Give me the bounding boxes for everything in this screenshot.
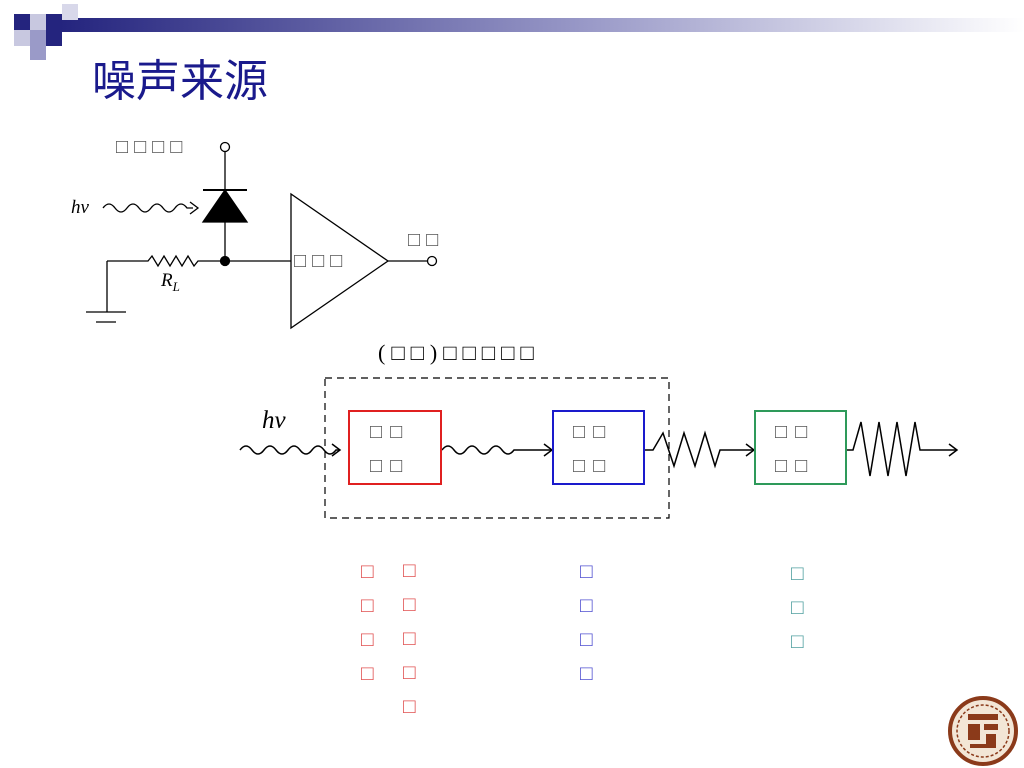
amplified-signal-wave <box>645 430 754 469</box>
red-notes-col1: □ □ □ □ <box>361 559 374 685</box>
input-signal-wave <box>239 445 340 455</box>
amplifier-block-line1: □□ <box>573 421 613 443</box>
page-title: 噪声来源 <box>92 56 268 107</box>
detected-signal-wave <box>441 445 552 455</box>
header-decoration <box>14 4 1024 60</box>
output-arrowhead <box>948 443 959 457</box>
light-arrowhead <box>189 201 200 215</box>
processing-block-box <box>754 410 847 485</box>
note-char: □ <box>403 626 416 650</box>
output-terminal <box>426 255 438 267</box>
amplifier-label: □□□ <box>294 250 348 272</box>
load-resistor <box>107 254 225 268</box>
note-char: □ <box>791 561 804 585</box>
amplifier-block-box <box>552 410 645 485</box>
note-char: □ <box>403 660 416 684</box>
detector-block-line2: □□ <box>370 455 410 477</box>
header-square <box>46 14 62 30</box>
header-gradient-bar <box>60 18 1024 32</box>
detector-block: □□ □□ <box>348 410 442 485</box>
input-light-label: hν <box>262 407 287 434</box>
header-square <box>14 30 30 46</box>
note-char: □ <box>361 559 374 583</box>
note-char: □ <box>580 661 593 685</box>
amplifier-block: □□ □□ <box>552 410 645 485</box>
bias-label: □□□□ <box>116 136 188 158</box>
note-char: □ <box>791 629 804 653</box>
note-char: □ <box>361 661 374 685</box>
header-square <box>30 14 46 30</box>
header-square <box>14 14 30 30</box>
note-char: □ <box>791 595 804 619</box>
note-char: □ <box>403 592 416 616</box>
load-label: RL <box>160 270 180 294</box>
red-notes-col2: □ □ □ □ □ <box>403 558 416 718</box>
output-signal-wave <box>847 421 957 477</box>
note-char: □ <box>580 593 593 617</box>
detector-block-line1: □□ <box>370 421 410 443</box>
green-notes-col: □ □ □ <box>791 561 804 653</box>
output-label: □□ <box>408 229 444 251</box>
note-char: □ <box>361 627 374 651</box>
note-char: □ <box>580 627 593 651</box>
processing-block-line2: □□ <box>775 455 815 477</box>
load-label-main: R <box>160 270 173 291</box>
amplifier-block-line2: □□ <box>573 455 613 477</box>
note-char: □ <box>403 558 416 582</box>
note-char: □ <box>403 694 416 718</box>
bias-terminal <box>219 141 231 153</box>
amplifier-symbol <box>290 192 390 330</box>
header-square <box>30 46 46 60</box>
note-char: □ <box>361 593 374 617</box>
detector-block-box <box>348 410 442 485</box>
load-label-sub: L <box>172 279 180 294</box>
header-square <box>30 30 46 46</box>
receiver-group-box <box>324 377 670 519</box>
header-square <box>62 4 78 20</box>
header-square <box>46 30 62 46</box>
blue-notes-col: □ □ □ □ <box>580 559 593 685</box>
light-wave <box>102 203 193 213</box>
processing-block: □□ □□ <box>754 410 847 485</box>
processing-block-line1: □□ <box>775 421 815 443</box>
receiver-group-label: (□□)□□□□□ <box>378 340 540 365</box>
input-arrowhead <box>331 443 342 457</box>
note-char: □ <box>580 559 593 583</box>
light-label: hν <box>71 197 90 218</box>
university-seal-icon <box>948 696 1018 766</box>
photodiode-circuit <box>86 141 438 330</box>
photodiode-symbol <box>201 188 249 223</box>
signal-paths <box>239 421 959 477</box>
